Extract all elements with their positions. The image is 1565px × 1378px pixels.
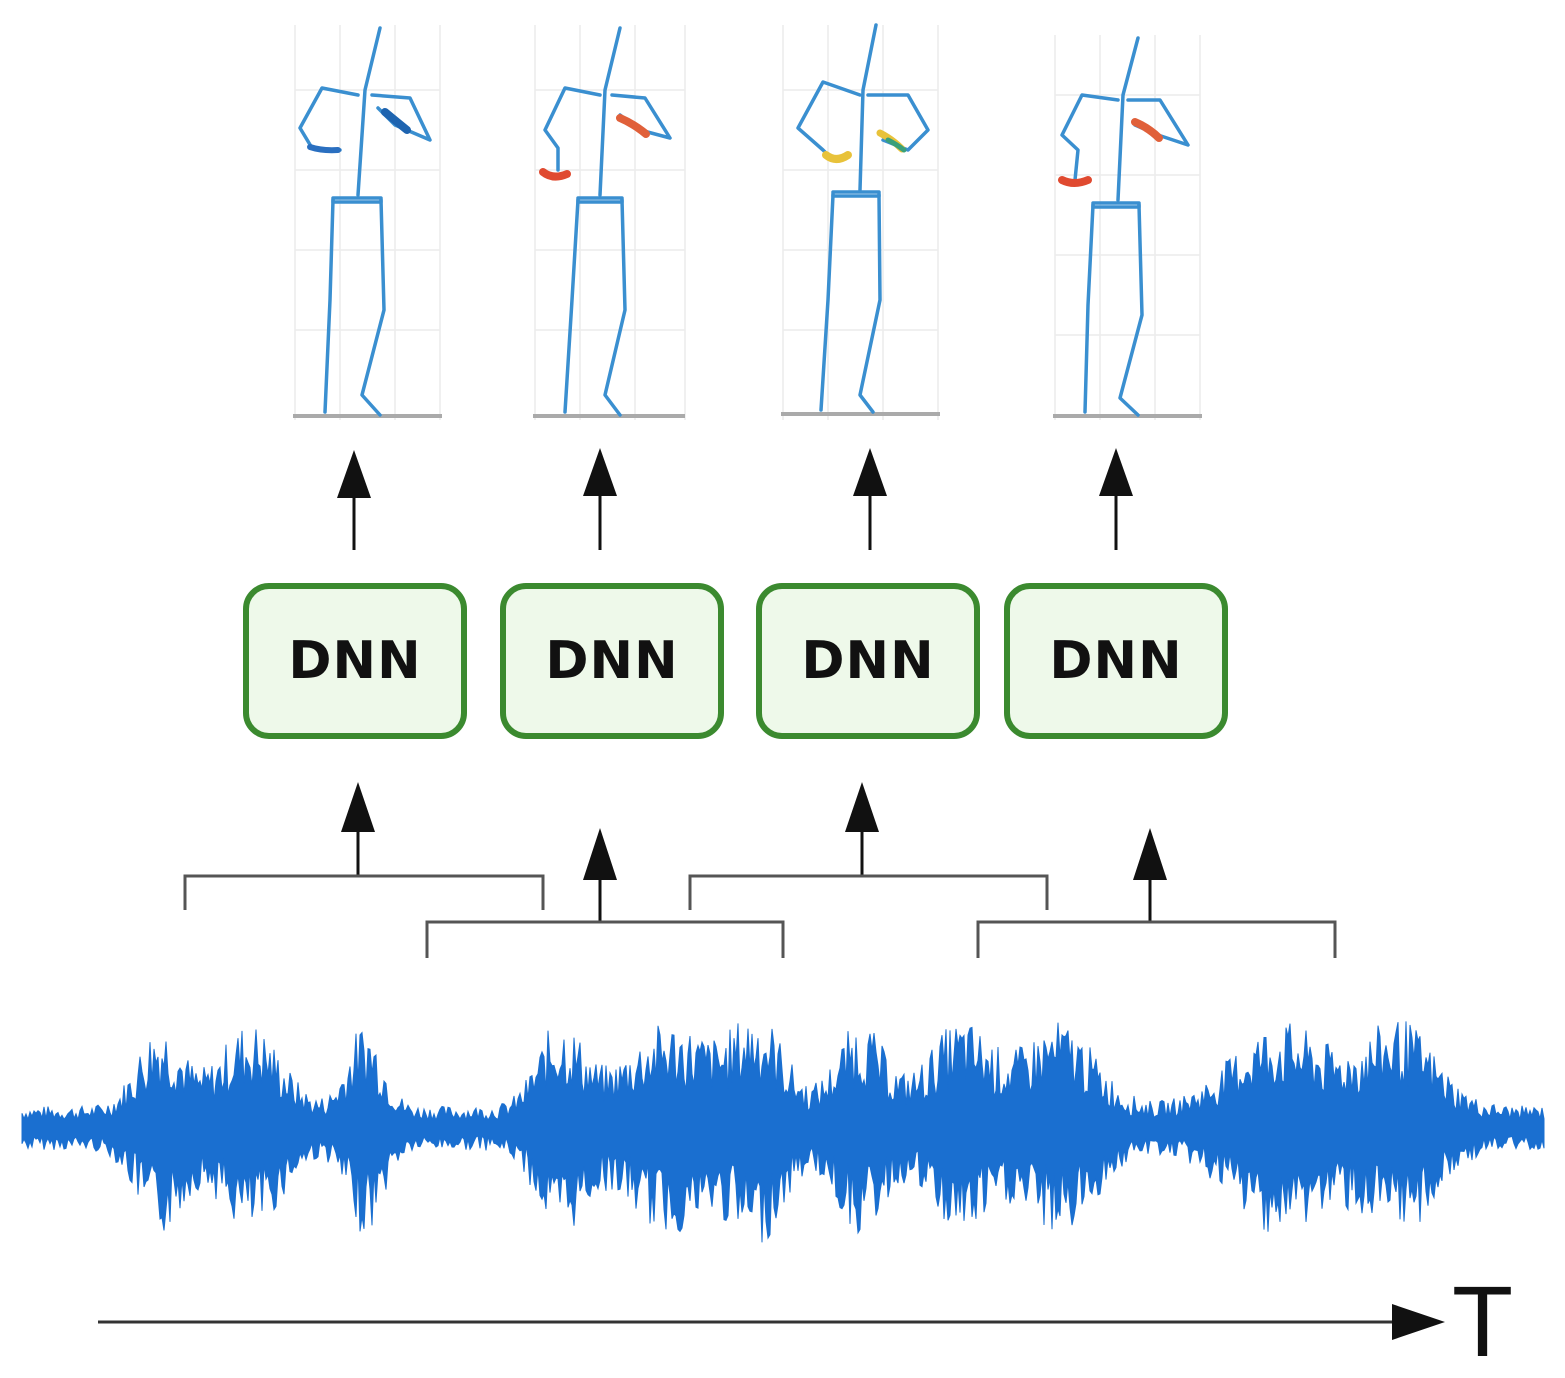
dnn-block: DNN xyxy=(500,583,724,739)
arrow-up-icon xyxy=(853,448,887,550)
dnn-block: DNN xyxy=(756,583,980,739)
waveform-icon xyxy=(21,1021,1545,1243)
arrow-up-icon xyxy=(1099,448,1133,550)
input-arrows xyxy=(341,782,1167,922)
dnn-block: DNN xyxy=(1004,583,1228,739)
dnn-label: DNN xyxy=(801,631,935,691)
stick-figure-icon xyxy=(781,23,940,420)
arrow-up-icon xyxy=(583,828,617,922)
dnn-label: DNN xyxy=(545,631,679,691)
stick-figure-icon xyxy=(293,25,442,420)
output-arrows xyxy=(337,448,1133,550)
window-bracket xyxy=(183,874,545,910)
arrow-up-icon xyxy=(337,450,371,550)
stick-figure-icon xyxy=(1053,35,1202,420)
stick-figure-icon xyxy=(533,25,686,420)
window-bracket xyxy=(688,874,1049,910)
window-brackets xyxy=(183,874,1337,958)
window-bracket xyxy=(976,920,1337,958)
arrow-up-icon xyxy=(845,782,879,876)
time-axis xyxy=(98,1304,1445,1340)
arrow-up-icon xyxy=(1133,828,1167,922)
arrow-up-icon xyxy=(583,448,617,550)
dnn-block: DNN xyxy=(243,583,467,739)
arrow-right-icon xyxy=(1392,1304,1445,1340)
window-bracket xyxy=(425,920,785,958)
pose-outputs xyxy=(293,23,1202,420)
dnn-label: DNN xyxy=(1049,631,1183,691)
arrow-up-icon xyxy=(341,782,375,876)
time-axis-label: T xyxy=(1452,1266,1514,1378)
dnn-label: DNN xyxy=(288,631,422,691)
